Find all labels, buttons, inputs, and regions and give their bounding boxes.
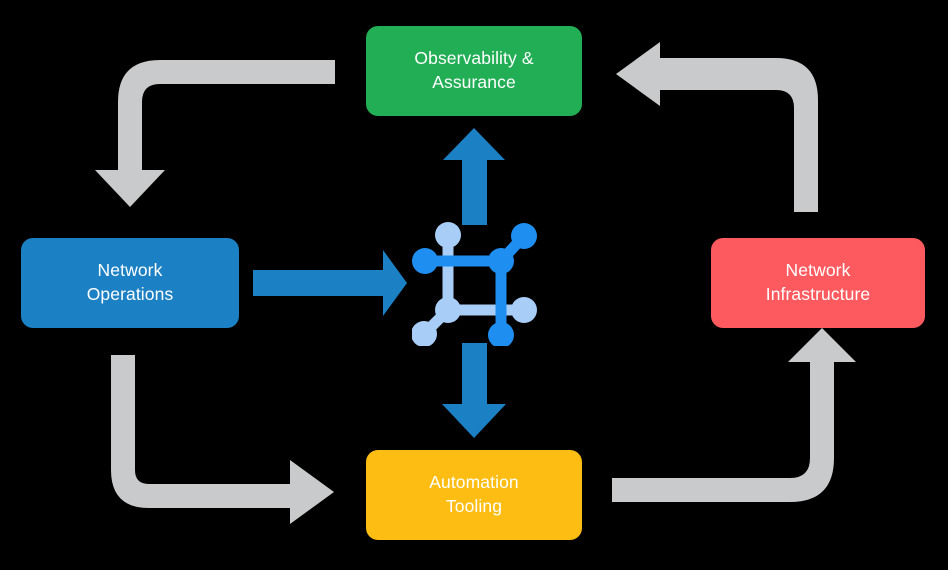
blue-arrow-center-to-automation [442, 343, 506, 438]
node-network-operations[interactable]: Network Operations [21, 238, 239, 328]
gray-arrow-operations-to-automation [111, 355, 334, 524]
blue-arrow-operations-to-center [253, 250, 407, 316]
node-mid-right-light [511, 297, 537, 323]
node-observability-assurance[interactable]: Observability & Assurance [366, 26, 582, 116]
gray-arrow-automation-to-infrastructure [612, 328, 856, 502]
node-top-left-light [435, 222, 461, 248]
gray-arrow-observability-to-operations [95, 60, 335, 207]
node-center-dark [488, 248, 514, 274]
node-bottom-dark [488, 322, 514, 346]
network-topology-icon [412, 222, 537, 346]
node-bottom-left-light [412, 321, 437, 346]
gray-arrow-infrastructure-to-observability [616, 42, 818, 212]
blue-arrow-center-to-observability [443, 128, 505, 225]
node-top-right-dark [511, 223, 537, 249]
node-network-infrastructure[interactable]: Network Infrastructure [711, 238, 925, 328]
node-mid-left-light [435, 297, 461, 323]
node-left-dark [412, 248, 438, 274]
node-automation-tooling[interactable]: Automation Tooling [366, 450, 582, 540]
